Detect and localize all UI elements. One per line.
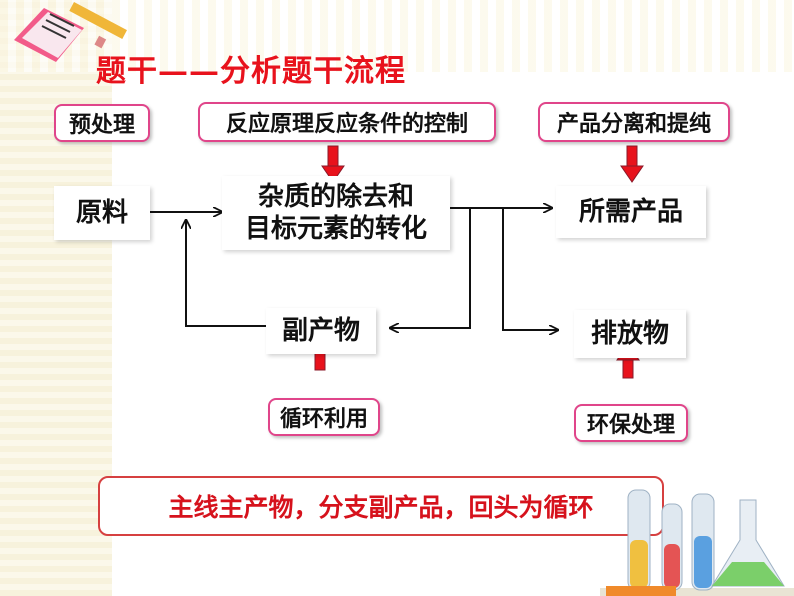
stage-emission: 排放物 (574, 310, 686, 358)
summary-box: 主线主产物，分支副产品，回头为循环 (98, 476, 664, 536)
stage-byproduct: 副产物 (266, 308, 376, 354)
separation-label: 产品分离和提纯 (538, 102, 730, 142)
arrow-to-emission (502, 208, 558, 330)
stage-main-process-line1: 杂质的除去和 (257, 181, 414, 212)
recycle-label: 循环利用 (268, 398, 380, 436)
env-treatment-label: 环保处理 (574, 404, 688, 442)
page-title: 题干——分析题干流程 (96, 54, 406, 89)
principle-control-label: 反应原理反应条件的控制 (198, 102, 496, 142)
lab-glassware-icon (600, 489, 794, 596)
top-decor-band (0, 0, 794, 72)
pretreatment-label: 预处理 (54, 104, 150, 142)
red-arrow-down-process (321, 145, 345, 183)
left-decor-band (0, 0, 112, 596)
stage-main-process: 杂质的除去和 目标元素的转化 (222, 176, 450, 250)
summary-text: 主线主产物，分支副产品，回头为循环 (168, 493, 594, 522)
stage-main-process-line2: 目标元素的转化 (244, 214, 427, 244)
stage-product: 所需产品 (556, 186, 706, 238)
arrow-to-byproduct (390, 208, 471, 328)
arrow-recycle-loop (186, 220, 270, 327)
notebook-pencil-icon (14, 2, 127, 62)
stage-raw-material: 原料 (54, 186, 150, 240)
red-arrow-down-product (620, 145, 644, 183)
